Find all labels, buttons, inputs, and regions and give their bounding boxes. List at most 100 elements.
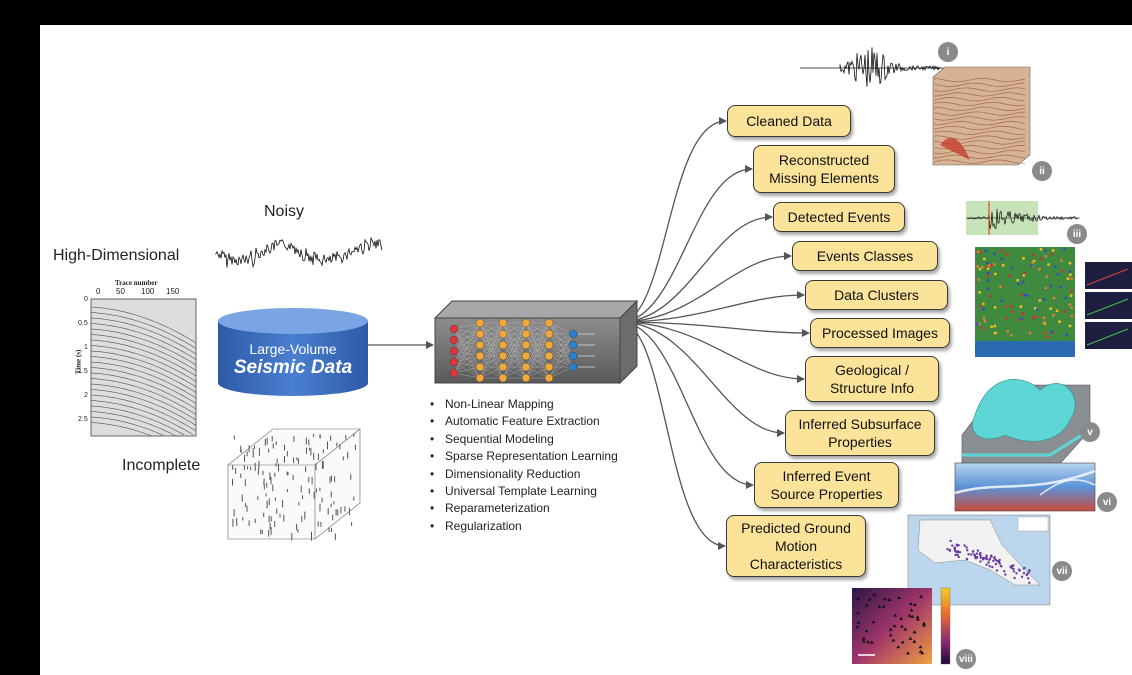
nn-node	[475, 373, 485, 383]
nn-edge	[548, 333, 574, 379]
sparse-sample-mark	[319, 487, 321, 492]
sparse-sample-mark	[310, 447, 312, 456]
neural-network-block	[433, 299, 639, 385]
seismic-reflector-line	[90, 372, 197, 410]
station-triangle	[912, 630, 917, 634]
station-marker	[987, 561, 990, 564]
nn-node	[521, 318, 531, 328]
sparse-sample-mark	[334, 533, 336, 541]
output-label: Inferred Subsurface	[798, 416, 922, 432]
output-label: Events Classes	[816, 248, 914, 264]
event-marker	[1066, 277, 1070, 281]
nn-edge	[525, 366, 550, 379]
nn-edge	[525, 322, 550, 357]
sparse-sample-mark	[332, 514, 334, 521]
seismic-reflector-line	[90, 339, 197, 377]
output-label: Processed Images	[822, 325, 938, 341]
nn-edge	[479, 366, 504, 379]
station-triangle	[871, 620, 876, 624]
sparse-sample-mark	[258, 447, 260, 456]
station-triangle	[881, 604, 886, 608]
nn-node	[521, 362, 531, 372]
event-marker	[989, 294, 993, 298]
nn-node	[498, 329, 508, 339]
nn-edge	[548, 366, 574, 379]
event-marker	[1030, 264, 1033, 268]
station-triangle	[896, 645, 901, 649]
sparse-sample-mark	[263, 481, 265, 485]
sparse-sample-mark	[327, 441, 328, 450]
sparse-sample-mark	[252, 448, 254, 452]
output-geological-structure-info: Geological / Structure Info	[805, 356, 939, 402]
station-marker	[974, 555, 977, 558]
station-marker	[956, 553, 959, 557]
event-marker	[1070, 289, 1073, 293]
event-marker	[975, 322, 979, 326]
sparse-sample-mark	[319, 434, 321, 439]
output-arrow	[619, 321, 810, 337]
nn-node	[544, 318, 554, 328]
event-marker	[1039, 257, 1043, 261]
sparse-sample-mark	[348, 507, 350, 516]
reflector-trace	[934, 92, 1026, 97]
station-triangle	[872, 593, 877, 597]
station-marker	[991, 565, 994, 569]
output-events-classes: Events Classes	[792, 241, 938, 271]
event-marker	[1006, 330, 1010, 333]
seismic-reflector-line	[90, 400, 194, 435]
sparse-sample-mark	[321, 497, 323, 503]
event-marker	[1069, 294, 1073, 297]
nn-edge	[525, 344, 550, 379]
station-triangle	[861, 636, 866, 640]
sparse-sample-mark	[240, 445, 242, 452]
seismic-plot-xtick: 50	[116, 287, 125, 296]
nn-edge	[502, 333, 527, 379]
sparse-sample-mark	[266, 437, 268, 445]
sparse-sample-mark	[331, 475, 332, 482]
reflector-trace	[934, 77, 1026, 83]
station-marker	[985, 556, 988, 559]
capability-item: Regularization	[430, 518, 618, 535]
station-triangle	[899, 624, 904, 628]
station-marker	[1004, 573, 1007, 576]
sparse-sample-mark	[232, 518, 234, 527]
sparse-sample-mark	[311, 531, 312, 539]
event-marker	[1026, 293, 1030, 297]
sparse-sample-mark	[248, 445, 250, 453]
station-triangle	[907, 613, 912, 617]
nn-node	[475, 340, 485, 350]
station-marker	[973, 553, 976, 556]
station-marker	[994, 558, 998, 562]
seismic-reflector-line	[90, 367, 197, 404]
event-marker	[979, 250, 982, 254]
seismic-data-cylinder	[218, 308, 368, 396]
nn-edge	[502, 322, 527, 379]
event-marker	[1008, 274, 1012, 278]
sparse-sample-mark	[286, 451, 288, 457]
nn-edge	[548, 344, 574, 379]
station-marker	[957, 555, 960, 559]
nn-edge	[453, 344, 481, 374]
badge-vi: vi	[1097, 492, 1117, 512]
sparse-sample-mark	[317, 521, 319, 527]
sparse-sample-mark	[319, 503, 321, 512]
capability-item: Sequential Modeling	[430, 431, 618, 448]
event-marker	[1031, 260, 1035, 264]
output-detected-events: Detected Events	[773, 202, 905, 232]
output-label: Detected Events	[787, 209, 891, 225]
station-marker	[1012, 564, 1015, 567]
event-marker	[981, 307, 985, 311]
sparse-sample-mark	[278, 463, 279, 472]
nn-node	[498, 351, 508, 361]
sparse-sample-mark	[269, 472, 271, 480]
event-marker	[999, 285, 1002, 289]
station-marker	[992, 559, 995, 563]
sparse-sample-mark	[331, 527, 332, 533]
nn-node	[521, 373, 531, 383]
nn-node	[449, 346, 459, 356]
nn-edge	[502, 322, 527, 357]
station-marker	[1000, 565, 1003, 568]
sparse-sample-mark	[322, 461, 324, 469]
station-triangle	[892, 624, 897, 628]
